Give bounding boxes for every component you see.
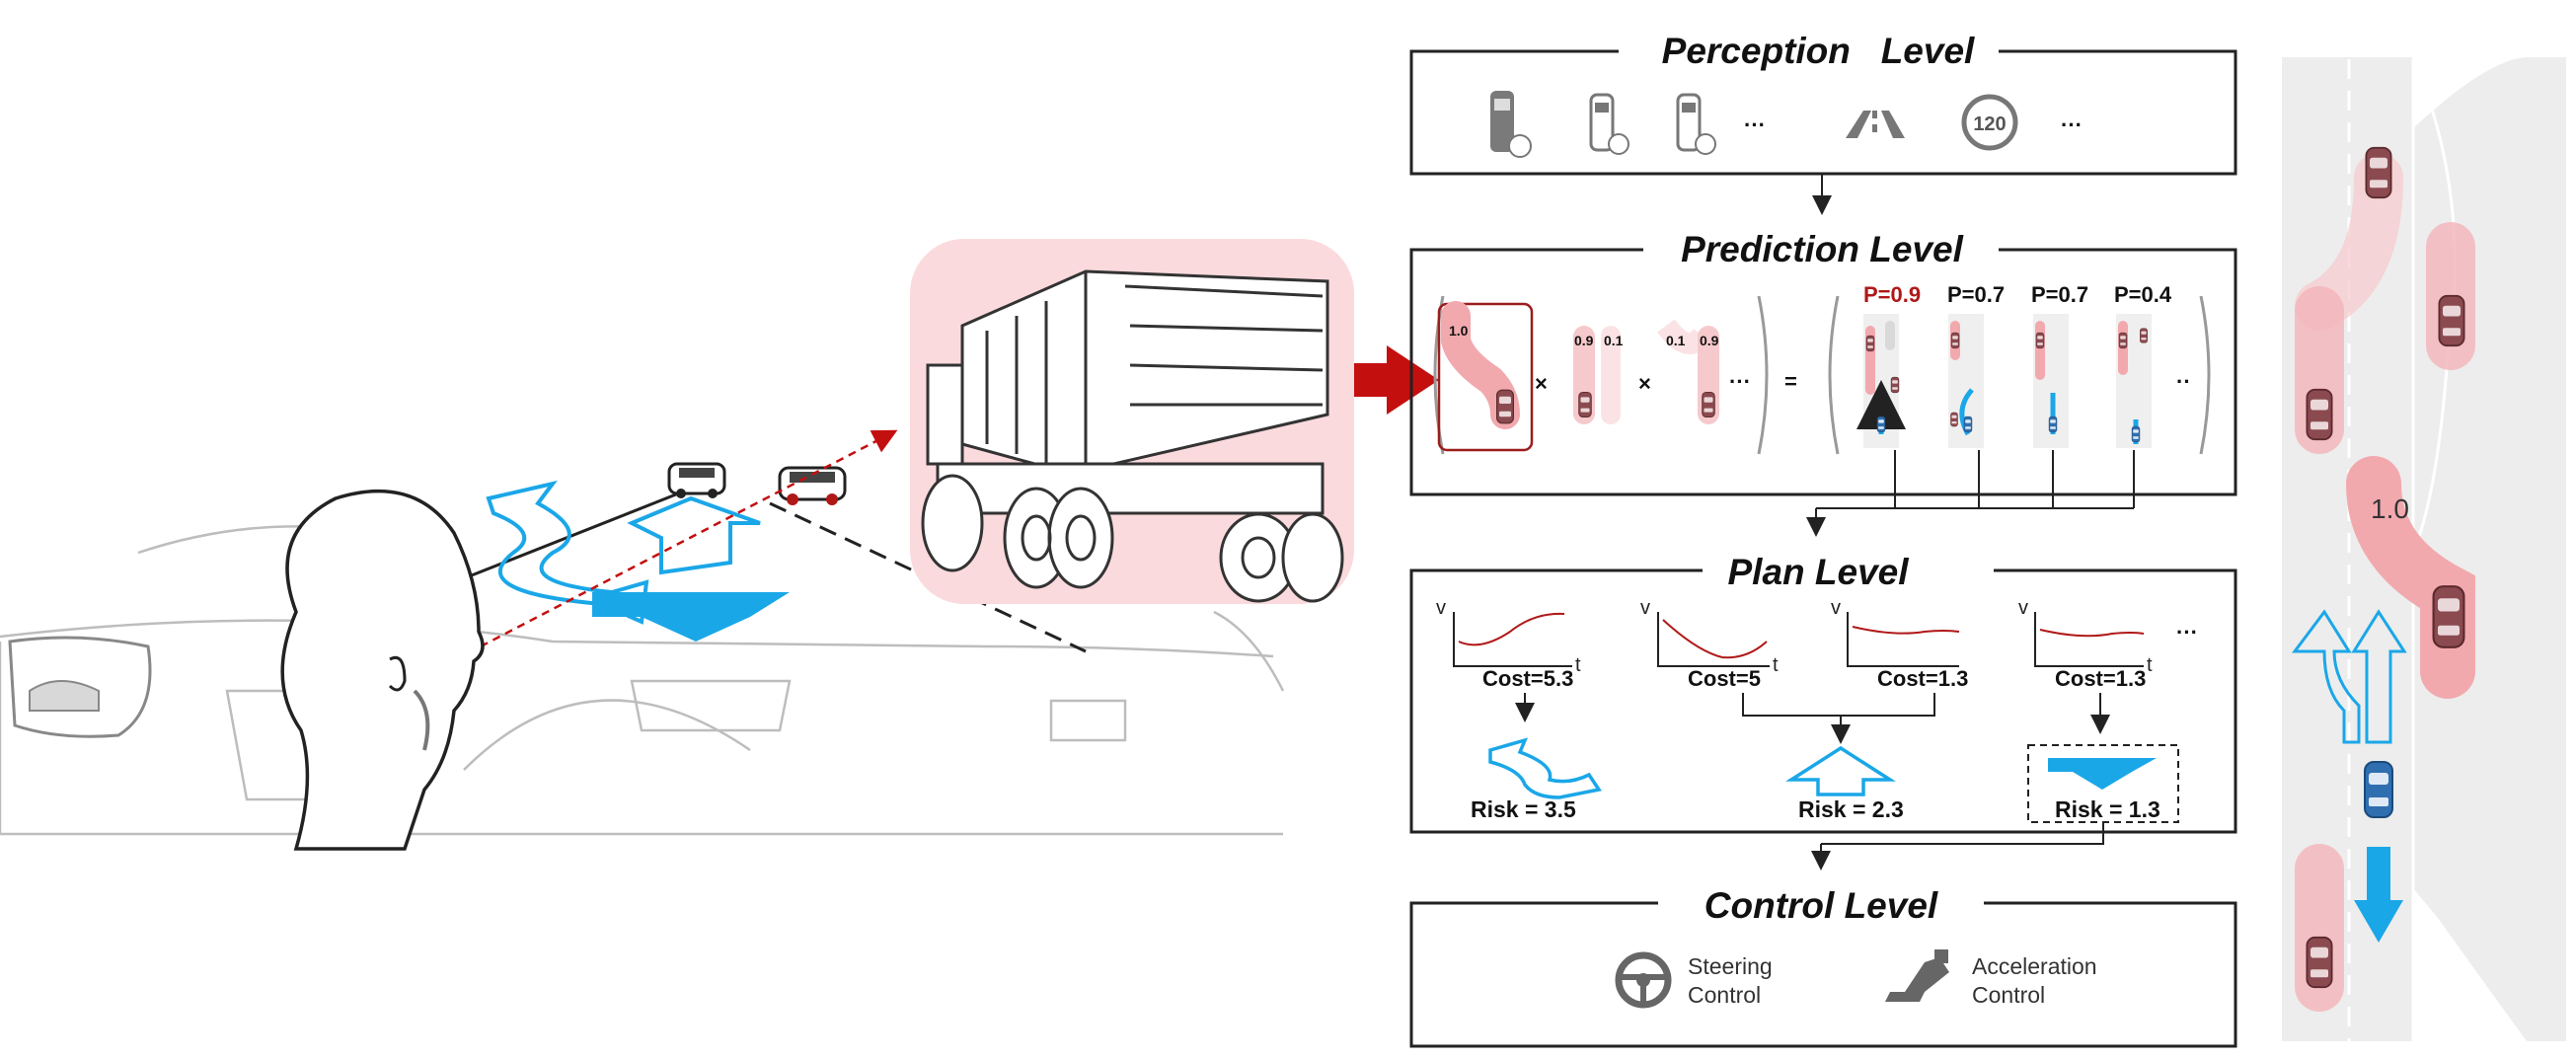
maneuver-lane-change-icon — [1488, 737, 1602, 799]
right-paren-open — [1828, 295, 1840, 455]
plot1-t: t — [1575, 654, 1581, 676]
equals-sign: = — [1784, 369, 1797, 394]
plan-title: Plan Level — [1727, 552, 1909, 592]
perceived-vehicle-2-icon — [1589, 93, 1629, 155]
hyp3-prob-a: 0.1 — [1666, 333, 1686, 348]
cost-3: Cost=1.3 — [1877, 666, 1968, 691]
road-prob-label: 1.0 — [2371, 493, 2409, 524]
plot4-t: t — [2147, 654, 2153, 676]
plot3-v: v — [1831, 597, 1841, 619]
driver-scene — [0, 239, 1439, 851]
times-1: × — [1535, 371, 1548, 396]
right-paren-close — [2199, 295, 2211, 455]
plot2-t: t — [1773, 654, 1779, 676]
front-car-1 — [667, 462, 726, 498]
steering-label-1: Steering — [1688, 953, 1773, 979]
hyp3-prob-b: 0.9 — [1700, 333, 1719, 348]
pedal-icon — [1885, 949, 1949, 1002]
plan-connectors — [1515, 693, 2110, 744]
maneuver-straight-icon — [1785, 745, 1896, 796]
hyp3-car — [1702, 391, 1715, 418]
scenario-1-prob: P=0.9 — [1863, 282, 1921, 307]
scenario-3: P=0.7 — [2031, 282, 2088, 448]
straight-trajectory-option — [627, 495, 761, 575]
ego-straight-option-arrow — [2351, 609, 2407, 744]
steering-label-2: Control — [1688, 982, 1761, 1008]
control-title: Control Level — [1705, 885, 1938, 926]
gaze-line — [480, 429, 898, 648]
truck — [921, 269, 1344, 603]
velocity-profile-3: v Cost=1.3 — [1831, 597, 1968, 691]
main-hypothesis-car — [1495, 389, 1515, 424]
prediction-level: Prediction Level 1.0 × 0.9 0.1 × 0.1 0.9… — [1409, 225, 2237, 496]
risk-3: Risk = 1.3 — [2055, 796, 2160, 822]
hyp2-prob-a: 0.9 — [1574, 333, 1594, 348]
left-paren-close — [1757, 295, 1769, 455]
main-hypothesis-frame — [1437, 302, 1534, 452]
scenario-3-prob: P=0.7 — [2031, 282, 2088, 307]
plan-to-control-connector — [1811, 822, 2104, 871]
plot2-v: v — [1640, 597, 1650, 619]
speed-limit-value: 120 — [1973, 114, 2006, 135]
front-car-2 — [778, 466, 847, 505]
perceived-vehicle-1-icon — [1490, 91, 1532, 158]
prediction-dots: ··· — [1729, 369, 1751, 394]
times-2: × — [1638, 371, 1651, 396]
prediction-title: Prediction Level — [1681, 229, 1964, 269]
perception-dots-2: ··· — [2061, 113, 2083, 137]
velocity-profile-4: v t Cost=1.3 — [2018, 597, 2153, 691]
brake-trajectory-option — [592, 592, 790, 642]
plan-dots: ··· — [2176, 620, 2198, 644]
cost-2: Cost=5 — [1688, 666, 1761, 691]
driver-head — [280, 489, 485, 851]
steering-wheel-icon — [1615, 951, 1672, 1009]
perception-title: Perception Level — [1662, 31, 1975, 71]
prediction-to-plan-connector — [1806, 450, 2135, 537]
plot1-v: v — [1436, 597, 1446, 619]
perceived-vehicle-3-icon — [1676, 93, 1716, 155]
velocity-profile-1: v t Cost=5.3 — [1436, 597, 1581, 691]
side-mirror — [8, 636, 152, 738]
risk-2: Risk = 2.3 — [1798, 796, 1904, 822]
perception-dots-1: ··· — [1744, 113, 1766, 137]
plot4-v: v — [2018, 597, 2028, 619]
scenario-4-prob: P=0.4 — [2114, 282, 2172, 307]
hyp2-lane-b — [1601, 326, 1621, 424]
plan-level: Plan Level v t Cost=5.3 v t Cost=5 v Cos… — [1409, 546, 2237, 834]
ego-left-option-arrow — [2292, 609, 2361, 744]
accel-label-1: Acceleration — [1972, 953, 2097, 979]
red-flow-arrow — [1354, 345, 1439, 415]
maneuver-brake-icon — [2048, 758, 2157, 790]
cost-1: Cost=5.3 — [1482, 666, 1573, 691]
hyp2-car — [1578, 391, 1592, 418]
control-level: Control Level Steering Control Accelerat… — [1409, 878, 2237, 1048]
velocity-profile-2: v t Cost=5 — [1640, 597, 1779, 691]
perception-level: Perception Level ··· 120 ··· — [1409, 28, 2237, 176]
prediction-dots-end: ·· — [2176, 369, 2191, 394]
road-birdseye-view: 1.0 — [2282, 56, 2566, 1041]
lane-marking-icon — [1846, 111, 1905, 138]
road-branch — [2413, 57, 2566, 1041]
accel-label-2: Control — [1972, 982, 2045, 1008]
scenario-2: P=0.7 — [1947, 282, 2005, 448]
scenario-4: P=0.4 — [2114, 282, 2172, 448]
hyp2-prob-b: 0.1 — [1604, 333, 1624, 348]
risk-1: Risk = 3.5 — [1471, 796, 1576, 822]
scenario-1: P=0.9 — [1856, 282, 1921, 448]
ego-brake-arrow — [2354, 847, 2403, 943]
ego-car — [2364, 761, 2393, 818]
main-hypothesis-prob: 1.0 — [1449, 323, 1469, 339]
scenario-2-prob: P=0.7 — [1947, 282, 2005, 307]
speed-limit-icon: 120 — [1961, 94, 2018, 151]
cost-4: Cost=1.3 — [2055, 666, 2146, 691]
